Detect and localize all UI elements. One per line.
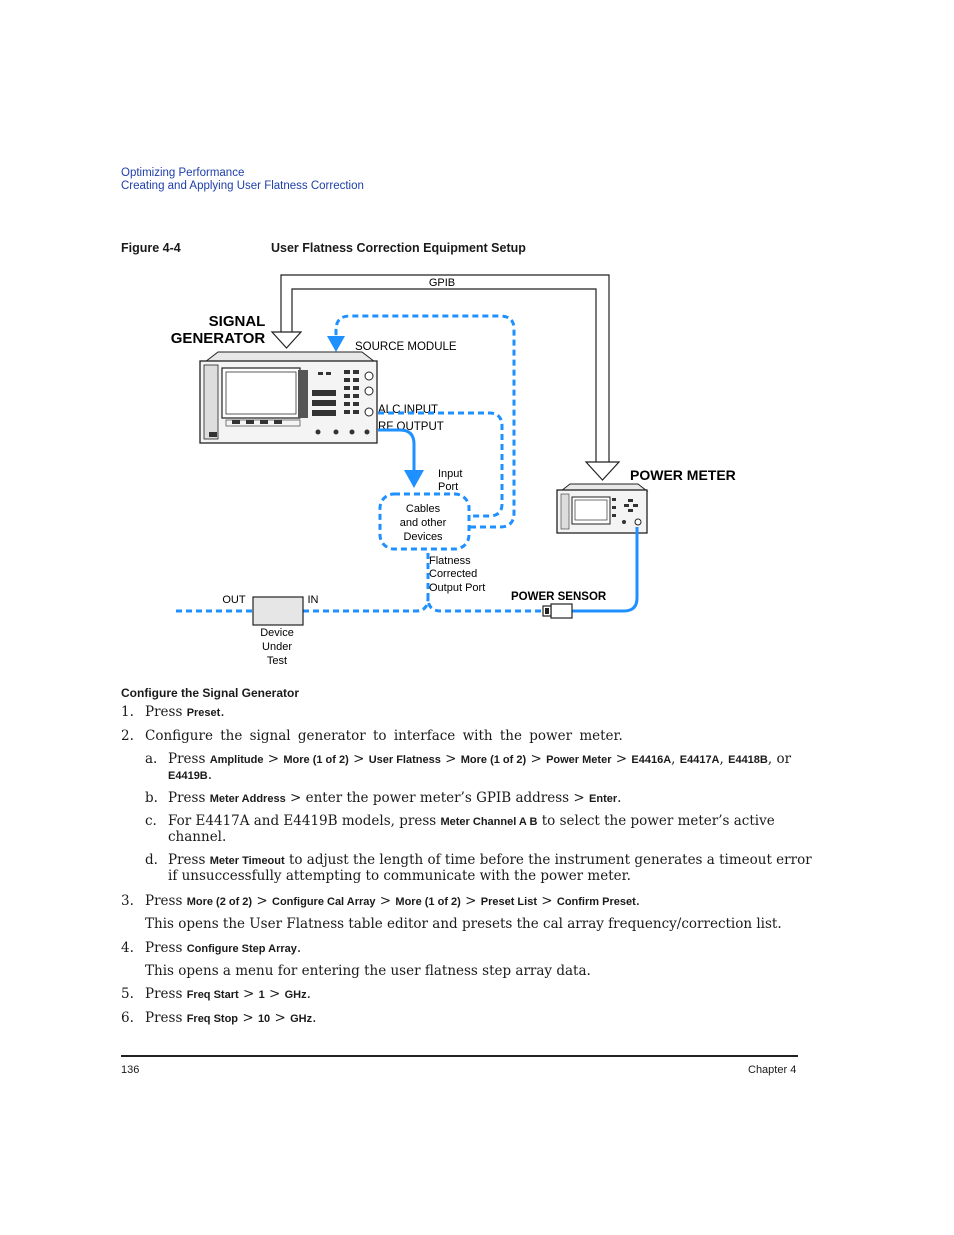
section-title: Configure the Signal Generator bbox=[121, 686, 300, 700]
softkey-user-flatness: User Flatness bbox=[368, 754, 441, 766]
softkey-e4418b: E4418B bbox=[728, 754, 768, 766]
softkey-amplitude: Amplitude bbox=[209, 754, 264, 766]
chapter-label: Chapter 4 bbox=[748, 1064, 797, 1076]
softkey-power-meter: Power Meter bbox=[546, 754, 612, 766]
cables-box bbox=[378, 492, 471, 551]
softkey-more-2-of-2: More (2 of 2) bbox=[186, 896, 253, 908]
step-2: 2. Configure the signal generator to int… bbox=[121, 728, 623, 744]
gpib-cable bbox=[280, 274, 610, 462]
port-label: Port bbox=[438, 481, 458, 493]
power-sensor-icon bbox=[542, 603, 573, 619]
softkey-meter-address: Meter Address bbox=[209, 793, 286, 805]
softkey-ghz: GHz bbox=[284, 989, 307, 1001]
power-meter-instrument bbox=[556, 483, 649, 534]
arrow-to-source-module bbox=[327, 336, 345, 352]
in-label: IN bbox=[308, 594, 319, 606]
step-4-description: This opens a menu for entering the user … bbox=[145, 963, 591, 979]
step-6: 6. Press Freq Stop > 10 > GHz. bbox=[121, 1010, 317, 1026]
step-number: 2. bbox=[121, 728, 134, 744]
step-number: 1. bbox=[121, 704, 134, 720]
softkey-preset-list: Preset List bbox=[480, 896, 537, 908]
softkey-more-1-of-2: More (1 of 2) bbox=[460, 754, 527, 766]
softkey-confirm-preset: Confirm Preset bbox=[556, 896, 636, 908]
step-2b: b. Press Meter Address > enter the power… bbox=[145, 790, 622, 806]
blue-cables bbox=[176, 314, 639, 613]
softkey-10: 10 bbox=[257, 1013, 271, 1025]
softkey-meter-timeout: Meter Timeout bbox=[209, 855, 285, 867]
step-2a: a. Press Amplitude > More (1 of 2) > Use… bbox=[145, 751, 792, 783]
cables-label: Cables bbox=[406, 503, 441, 515]
flatness-label: Flatness bbox=[429, 555, 471, 567]
test-label: Test bbox=[267, 655, 287, 667]
output-port-label: Output Port bbox=[429, 582, 485, 594]
input-label: Input bbox=[438, 468, 462, 480]
and-other-label: and other bbox=[400, 517, 447, 529]
gpib-arrow-generator bbox=[270, 331, 303, 349]
signal-generator-instrument bbox=[199, 351, 378, 444]
power-sensor-label: POWER SENSOR bbox=[511, 591, 607, 603]
softkey-more-1-of-2: More (1 of 2) bbox=[395, 896, 461, 908]
running-header-section: Creating and Applying User Flatness Corr… bbox=[121, 180, 364, 192]
gpib-arrow-meter bbox=[584, 461, 621, 481]
figure-title: User Flatness Correction Equipment Setup bbox=[271, 241, 526, 255]
softkey-more-1-of-2: More (1 of 2) bbox=[283, 754, 349, 766]
equipment-setup-diagram: GPIB SIGNAL GENERATOR bbox=[171, 274, 736, 667]
step-text: Configure the signal generator to interf… bbox=[145, 728, 623, 744]
footer-rule bbox=[121, 1055, 798, 1057]
generator-label: GENERATOR bbox=[171, 330, 266, 347]
figure-label: Figure 4-4 bbox=[121, 241, 181, 255]
device-label: Device bbox=[260, 627, 294, 639]
step-1: 1. Press Preset. bbox=[121, 704, 225, 720]
softkey-enter: Enter bbox=[589, 793, 618, 805]
source-module-label: SOURCE MODULE bbox=[355, 341, 457, 353]
under-label: Under bbox=[262, 641, 292, 653]
softkey-meter-channel-a-b: Meter Channel A B bbox=[440, 816, 538, 828]
step-5: 5. Press Freq Start > 1 > GHz. bbox=[121, 986, 311, 1002]
softkey-configure-step-array: Configure Step Array bbox=[186, 943, 297, 955]
gpib-label: GPIB bbox=[429, 277, 455, 289]
arrow-to-input-port bbox=[404, 470, 424, 488]
signal-label: SIGNAL bbox=[209, 313, 266, 330]
device-under-test-box bbox=[252, 596, 304, 626]
step-3: 3. Press More (2 of 2) > Configure Cal A… bbox=[121, 893, 641, 909]
page-number: 136 bbox=[121, 1064, 140, 1076]
softkey-freq-start: Freq Start bbox=[186, 989, 239, 1001]
running-header-chapter: Optimizing Performance bbox=[121, 167, 245, 179]
step-2d: d. Press Meter Timeout to adjust the len… bbox=[145, 852, 812, 884]
softkey-freq-stop: Freq Stop bbox=[186, 1013, 239, 1025]
out-label: OUT bbox=[222, 594, 246, 606]
softkey-e4419b: E4419B bbox=[168, 770, 208, 782]
devices-label: Devices bbox=[403, 531, 443, 543]
step-3-description: This opens the User Flatness table edito… bbox=[145, 916, 782, 932]
softkey-e4417a: E4417A bbox=[679, 754, 720, 766]
softkey-configure-cal-array: Configure Cal Array bbox=[272, 896, 376, 908]
softkey-e4416a: E4416A bbox=[631, 754, 672, 766]
softkey-ghz: GHz bbox=[290, 1013, 313, 1025]
step-2c: c. For E4417A and E4419B models, press M… bbox=[145, 813, 775, 845]
step-4: 4. Press Configure Step Array. bbox=[121, 940, 302, 956]
power-meter-label: POWER METER bbox=[630, 467, 736, 483]
softkey-preset: Preset bbox=[186, 707, 221, 719]
softkey-1: 1 bbox=[258, 989, 265, 1001]
corrected-label: Corrected bbox=[429, 568, 477, 580]
